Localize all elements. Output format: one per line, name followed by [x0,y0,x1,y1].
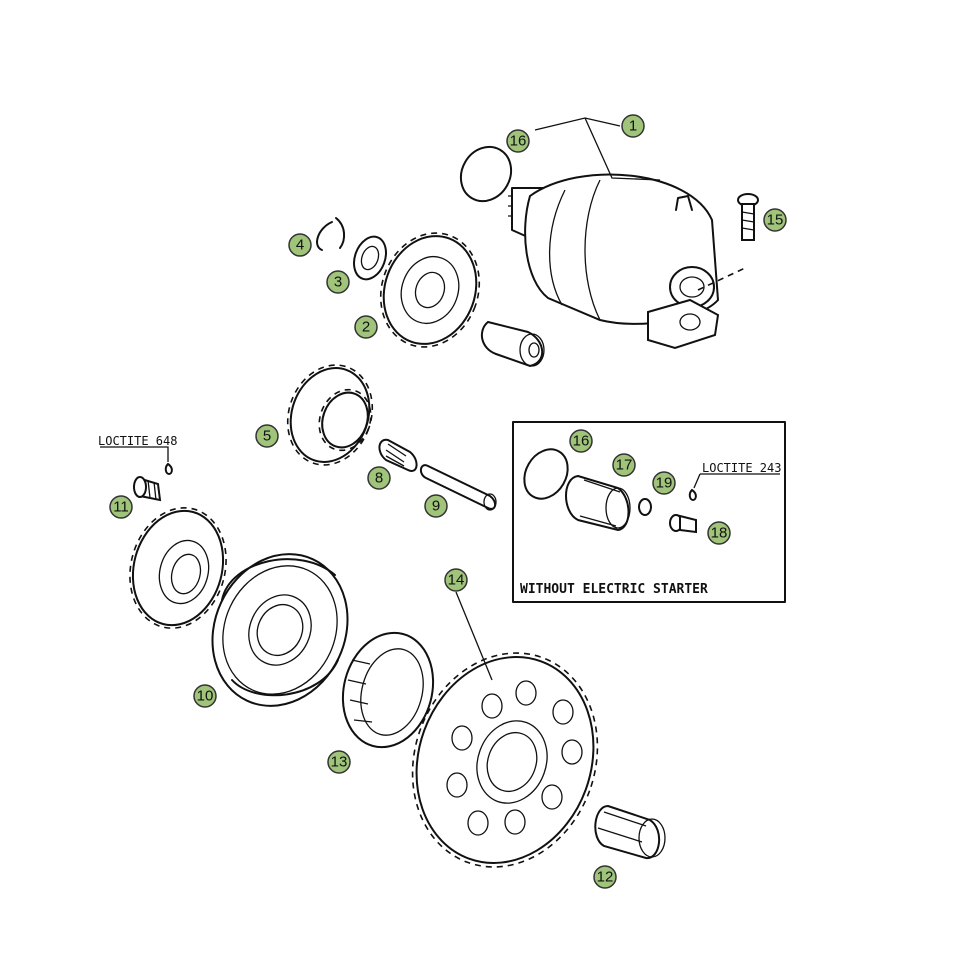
pin-9 [420,464,497,511]
callout-1: 1 [621,114,645,138]
svg-text:9: 9 [432,498,440,515]
svg-text:1: 1 [629,118,637,135]
flywheel-10 [211,553,349,707]
screw-11 [133,476,162,502]
bolt-15 [737,193,759,241]
circlip [316,217,346,251]
svg-text:18: 18 [711,525,728,542]
o-ring-upper [459,145,513,203]
callout-4: 4 [288,233,312,257]
callout-16-inset: 16 [569,429,593,453]
svg-text:2: 2 [362,319,370,336]
callout-11: 11 [109,495,133,519]
inset-box: WITHOUT ELECTRIC STARTER [512,421,786,603]
callout-13: 13 [327,750,351,774]
bolt-18 [669,514,697,534]
svg-text:5: 5 [263,428,271,445]
svg-text:11: 11 [113,499,129,516]
sleeve [480,320,545,368]
starter-motor [508,173,746,350]
svg-text:14: 14 [448,572,465,589]
idler-gear-2 [379,232,481,348]
callout-2: 2 [354,315,378,339]
callout-18: 18 [707,521,731,545]
svg-text:10: 10 [197,688,214,705]
svg-text:19: 19 [656,475,673,492]
callout-17: 17 [612,453,636,477]
svg-text:17: 17 [616,457,633,474]
large-gear-14 [411,652,599,868]
callout-14: 14 [444,568,468,592]
callout-16-upper: 16 [506,129,530,153]
svg-text:3: 3 [334,274,342,291]
washer [353,235,387,281]
svg-text:4: 4 [296,237,304,254]
callout-8: 8 [367,466,391,490]
loctite-648-note: LOCTITE 648 [98,434,177,448]
callout-19: 19 [652,471,676,495]
loctite-243-note: LOCTITE 243 [702,461,781,475]
callout-9: 9 [424,494,448,518]
svg-text:15: 15 [767,212,784,229]
svg-text:13: 13 [331,754,348,771]
svg-text:16: 16 [573,433,590,450]
gear-left [129,507,227,629]
callout-5: 5 [255,424,279,448]
inset-label: WITHOUT ELECTRIC STARTER [520,582,708,597]
spacer-17 [565,474,631,532]
callout-12: 12 [593,865,617,889]
svg-text:8: 8 [375,470,383,487]
svg-text:16: 16 [510,133,527,150]
svg-text:12: 12 [597,869,614,886]
callout-3: 3 [326,270,350,294]
callout-10: 10 [193,684,217,708]
needle-bearing-8 [378,438,418,472]
double-gear-5 [286,364,374,466]
freewheel-13 [341,631,435,749]
needle-bearing-12 [594,804,666,859]
callout-15: 15 [763,208,787,232]
